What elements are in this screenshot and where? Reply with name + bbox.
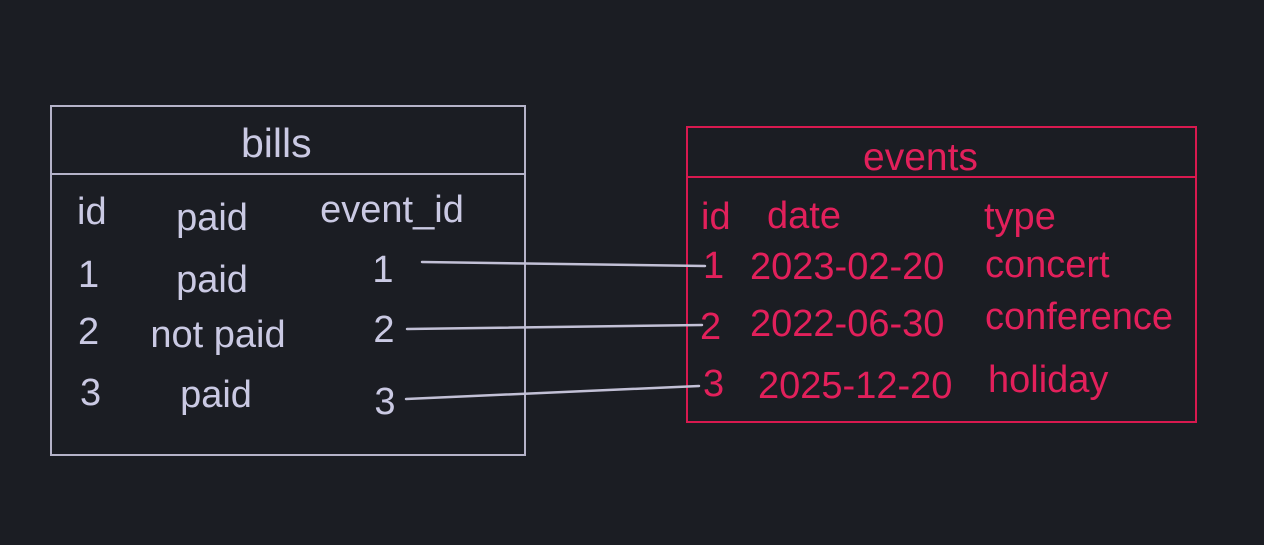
- bills-header-id: id: [77, 191, 107, 233]
- bills-title-divider: [51, 173, 525, 175]
- events-row3-id: 3: [703, 363, 725, 405]
- bills-row1-event-id: 1: [372, 249, 394, 291]
- bills-row3-id: 3: [80, 372, 102, 414]
- bills-header-paid: paid: [176, 197, 248, 239]
- events-header-id: id: [701, 196, 731, 238]
- bills-row2-paid: not paid: [150, 314, 286, 356]
- bills-row3-paid: paid: [180, 374, 252, 416]
- bills-row1-paid: paid: [176, 259, 248, 301]
- bills-table-title: bills: [241, 120, 312, 166]
- events-row1-date: 2023-02-20: [750, 246, 945, 288]
- events-header-type: type: [984, 196, 1056, 238]
- events-title-divider: [687, 176, 1196, 178]
- events-header-date: date: [767, 195, 841, 237]
- events-row3-type: holiday: [988, 359, 1109, 401]
- bills-row1-id: 1: [78, 254, 100, 296]
- bills-row3-event-id: 3: [374, 381, 396, 423]
- events-row1-id: 1: [703, 245, 725, 287]
- bills-row2-event-id: 2: [373, 309, 395, 351]
- bills-header-event-id: event_id: [320, 189, 464, 231]
- events-table: events id date type 1 2023-02-20 concert…: [686, 126, 1197, 423]
- events-row2-type: conference: [985, 296, 1174, 338]
- events-row3-date: 2025-12-20: [758, 365, 953, 407]
- events-row2-id: 2: [700, 306, 722, 348]
- bills-row2-id: 2: [78, 311, 100, 353]
- events-row1-type: concert: [985, 244, 1110, 286]
- events-table-title: events: [863, 136, 978, 179]
- events-row2-date: 2022-06-30: [750, 303, 945, 345]
- bills-table: bills id paid event_id 1 paid 1 2 not pa…: [50, 105, 526, 456]
